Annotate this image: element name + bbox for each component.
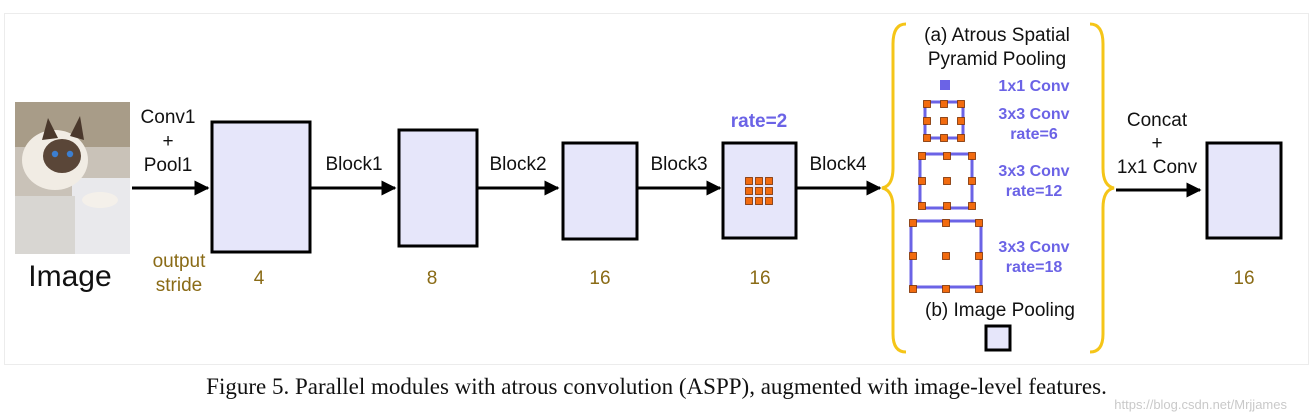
block4-label: Block4 xyxy=(809,154,866,175)
feature-map-output xyxy=(1205,141,1283,240)
kernel-dot xyxy=(940,117,948,125)
kernel-dot xyxy=(918,152,926,160)
stride-value-1: 4 xyxy=(254,268,265,289)
kernel-dot xyxy=(745,197,753,205)
kernel-dot xyxy=(968,152,976,160)
kernel-dot xyxy=(765,197,773,205)
branch-rate6-label: 3x3 Conv xyxy=(998,106,1069,123)
kernel-dot xyxy=(755,197,763,205)
aspp-diagram: Image Conv1 + Pool1 output stride 4 Bloc… xyxy=(15,22,1283,354)
kernel-rate-6 xyxy=(923,100,965,142)
branch-rate12-label: 3x3 Conv xyxy=(998,163,1069,180)
feature-map-block2 xyxy=(397,128,479,248)
conv-1x1-kernel xyxy=(940,80,950,90)
kernel-dot xyxy=(943,152,951,160)
kernel-dot xyxy=(942,252,950,260)
kernel-dot xyxy=(957,134,965,142)
kernel-dot xyxy=(942,285,950,293)
stride-value-4: 16 xyxy=(749,268,770,289)
kernel-dot xyxy=(745,187,753,195)
concat-plus-label: + xyxy=(1151,133,1162,154)
kernel-dot xyxy=(957,117,965,125)
kernel-dot xyxy=(909,252,917,260)
kernel-dot xyxy=(755,177,763,185)
aspp-title: (a) Atrous Spatial xyxy=(924,25,1070,46)
kernel-dot xyxy=(975,219,983,227)
branch-rate18-rate: rate=18 xyxy=(1006,259,1063,276)
block2-label: Block2 xyxy=(489,154,546,175)
conv1-plus-label: + xyxy=(162,131,173,152)
stride-value-5: 16 xyxy=(1233,268,1254,289)
kernel-dot xyxy=(745,177,753,185)
branch-rate12-rate: rate=12 xyxy=(1006,183,1063,200)
left-brace xyxy=(881,22,907,354)
kernel-rate-18 xyxy=(909,219,983,293)
kernel-dot xyxy=(940,100,948,108)
kernel-dot xyxy=(909,219,917,227)
conv1-label: Conv1 xyxy=(141,107,196,128)
concat-label: Concat xyxy=(1127,110,1188,131)
feature-map-block3 xyxy=(561,141,639,241)
kernel-dot xyxy=(923,134,931,142)
pool1-label: Pool1 xyxy=(144,155,193,176)
kernel-rate-12 xyxy=(918,152,976,210)
kernel-dot xyxy=(765,187,773,195)
watermark: https://blog.csdn.net/Mrjjames xyxy=(1114,397,1287,412)
kernel-dot xyxy=(968,177,976,185)
kernel-rate-2 xyxy=(745,177,773,205)
output-stride-label: output xyxy=(153,251,207,272)
branch-rate6-rate: rate=6 xyxy=(1010,126,1058,143)
kernel-dot xyxy=(957,100,965,108)
kernel-dot xyxy=(765,177,773,185)
kernel-dot xyxy=(943,202,951,210)
branch-rate18-label: 3x3 Conv xyxy=(998,239,1069,256)
rate-2-label: rate=2 xyxy=(731,111,788,132)
figure-caption: Figure 5. Parallel modules with atrous c… xyxy=(206,374,1107,399)
kernel-dot xyxy=(940,134,948,142)
stride-value-2: 8 xyxy=(427,268,438,289)
input-image xyxy=(15,102,130,254)
output-stride-label-2: stride xyxy=(156,275,202,296)
block1-label: Block1 xyxy=(325,154,382,175)
feature-map-block1 xyxy=(210,120,312,254)
kernel-dot xyxy=(968,202,976,210)
kernel-dot xyxy=(923,117,931,125)
block3-label: Block3 xyxy=(650,154,707,175)
kernel-dot xyxy=(942,219,950,227)
kernel-dot xyxy=(975,285,983,293)
image-pooling-label: (b) Image Pooling xyxy=(925,300,1075,321)
right-brace xyxy=(1089,22,1115,354)
concat-conv-label: 1x1 Conv xyxy=(1117,157,1198,178)
kernel-dot xyxy=(923,100,931,108)
stride-value-3: 16 xyxy=(589,268,610,289)
kernel-dot xyxy=(943,177,951,185)
kernel-dot xyxy=(918,177,926,185)
kernel-dot xyxy=(755,187,763,195)
branch-1x1-label: 1x1 Conv xyxy=(998,78,1069,95)
kernel-dot xyxy=(909,285,917,293)
input-image-label: Image xyxy=(28,260,111,293)
aspp-title-2: Pyramid Pooling xyxy=(928,49,1066,70)
kernel-dot xyxy=(975,252,983,260)
image-pooling-box xyxy=(984,324,1012,352)
kernel-dot xyxy=(918,202,926,210)
